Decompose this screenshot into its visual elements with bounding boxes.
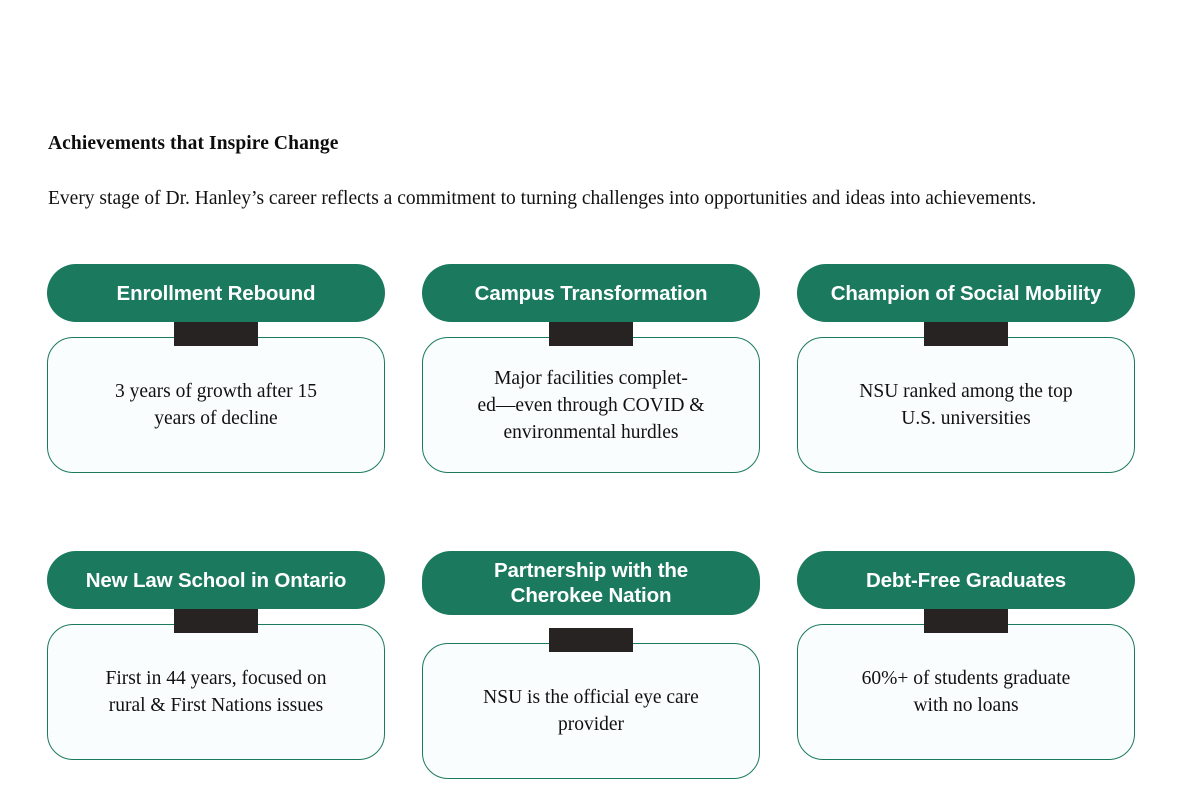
card-header: New Law School in Ontario — [47, 551, 385, 609]
card-body-text: NSU ranked among the top U.S. universiti… — [859, 381, 1073, 429]
card-row-2: New Law School in Ontario First in 44 ye… — [47, 551, 1135, 799]
card-title: Champion of Social Mobility — [830, 281, 1102, 305]
card-body: 3 years of growth after 15 years of decl… — [47, 337, 385, 473]
card-row-1: Enrollment Rebound 3 years of growth aft… — [47, 264, 1135, 512]
achievement-card-grid: Enrollment Rebound 3 years of growth aft… — [47, 264, 1135, 799]
achievement-card: Champion of Social Mobility NSU ranked a… — [797, 264, 1135, 473]
card-connector-bar — [924, 322, 1008, 346]
card-body-text: Major facilities complet- ed—even throug… — [477, 367, 705, 443]
card-connector-bar — [174, 322, 258, 346]
card-title: New Law School in Ontario — [85, 568, 347, 592]
card-body-text: 60%+ of students graduate with no loans — [861, 668, 1071, 716]
card-title: Partnership with the Cherokee Nation — [493, 559, 689, 607]
card-header: Campus Transformation — [422, 264, 760, 322]
card-connector-bar — [549, 322, 633, 346]
card-body-text: 3 years of growth after 15 years of decl… — [115, 381, 317, 429]
card-body: NSU ranked among the top U.S. universiti… — [797, 337, 1135, 473]
card-title: Debt-Free Graduates — [866, 568, 1066, 592]
card-body-text: First in 44 years, focused on rural & Fi… — [105, 668, 327, 716]
card-connector-bar — [174, 609, 258, 633]
card-body-text: NSU is the official eye care provider — [483, 687, 699, 735]
card-title: Enrollment Rebound — [116, 281, 316, 305]
card-body: First in 44 years, focused on rural & Fi… — [47, 624, 385, 760]
achievement-card: Partnership with the Cherokee Nation NSU… — [422, 551, 760, 779]
card-header: Debt-Free Graduates — [797, 551, 1135, 609]
achievement-card: New Law School in Ontario First in 44 ye… — [47, 551, 385, 760]
achievement-card: Debt-Free Graduates 60%+ of students gra… — [797, 551, 1135, 760]
card-body: NSU is the official eye care provider — [422, 643, 760, 779]
card-title: Campus Transformation — [474, 281, 708, 305]
card-body: 60%+ of students graduate with no loans — [797, 624, 1135, 760]
card-body: Major facilities complet- ed—even throug… — [422, 337, 760, 473]
card-header: Partnership with the Cherokee Nation — [422, 551, 760, 615]
page-title: Achievements that Inspire Change — [48, 133, 339, 154]
achievement-card: Enrollment Rebound 3 years of growth aft… — [47, 264, 385, 473]
card-connector-bar — [549, 628, 633, 652]
card-connector-bar — [924, 609, 1008, 633]
card-header: Champion of Social Mobility — [797, 264, 1135, 322]
card-header: Enrollment Rebound — [47, 264, 385, 322]
achievement-card: Campus Transformation Major facilities c… — [422, 264, 760, 473]
intro-paragraph: Every stage of Dr. Hanley’s career refle… — [48, 188, 1037, 209]
intro-section: Achievements that Inspire Change Every s… — [48, 132, 1058, 209]
